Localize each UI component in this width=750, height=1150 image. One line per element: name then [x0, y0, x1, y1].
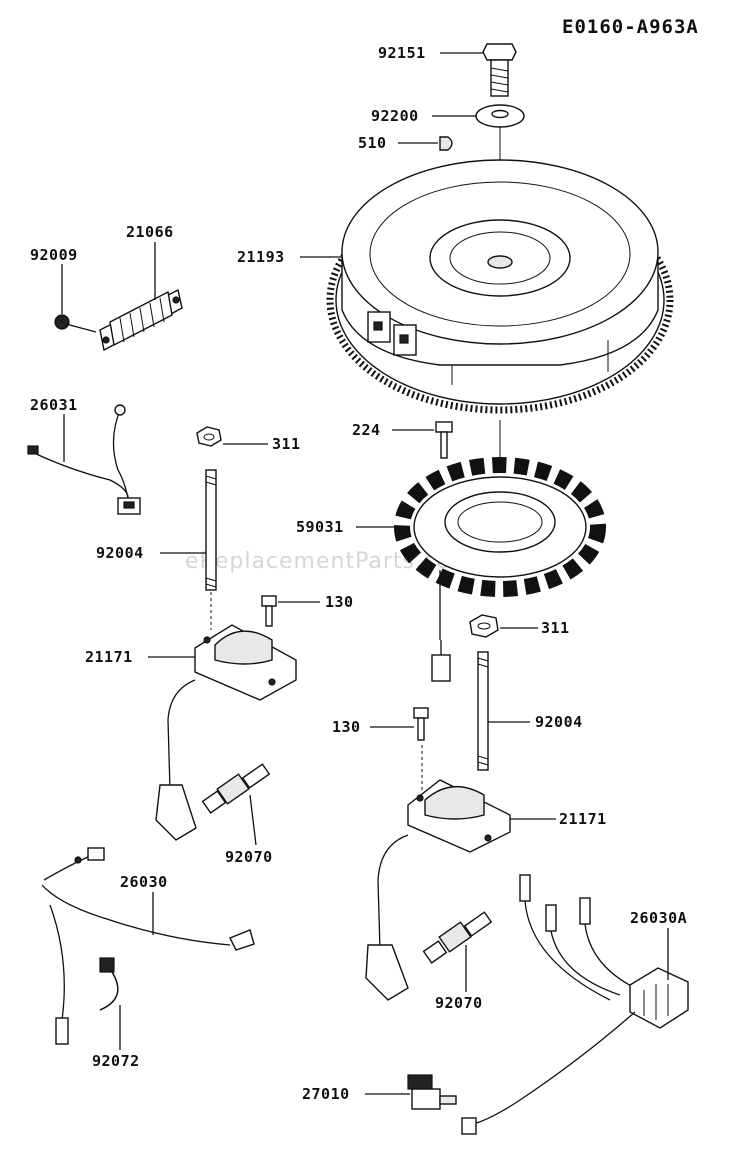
callout-510: 510	[358, 134, 387, 152]
lead-wire-26030[interactable]	[41, 847, 255, 1045]
screw-92009[interactable]	[54, 314, 97, 333]
callout-26030A: 26030A	[630, 909, 687, 927]
callout-224: 224	[352, 421, 381, 439]
washer-92200[interactable]	[475, 104, 525, 128]
callout-92070-left: 92070	[225, 848, 273, 866]
callout-92009: 92009	[30, 246, 78, 264]
callout-130-right: 130	[332, 718, 361, 736]
callout-92070-right: 92070	[435, 994, 483, 1012]
lead-wire-26031[interactable]	[27, 404, 141, 515]
stud-92004-right[interactable]	[477, 651, 489, 771]
callout-21066: 21066	[126, 223, 174, 241]
callout-92151: 92151	[378, 44, 426, 62]
spark-plug-92070-right[interactable]	[422, 911, 493, 964]
nut-311-left[interactable]	[196, 426, 222, 447]
callout-26030: 26030	[120, 873, 168, 891]
callout-59031: 59031	[296, 518, 344, 536]
callout-21193: 21193	[237, 248, 285, 266]
callout-26031: 26031	[30, 396, 78, 414]
key-510[interactable]	[439, 136, 453, 151]
bolt-130-left[interactable]	[261, 595, 277, 627]
nut-311-right[interactable]	[469, 614, 499, 638]
ignition-coil-21171-left[interactable]	[155, 624, 297, 841]
callout-130-left: 130	[325, 593, 354, 611]
bolt-92151[interactable]	[482, 43, 517, 97]
callout-92072: 92072	[92, 1052, 140, 1070]
callout-92004-left: 92004	[96, 544, 144, 562]
callout-21171-left: 21171	[85, 648, 133, 666]
switch-27010[interactable]	[407, 1074, 457, 1110]
bolt-130-right[interactable]	[413, 707, 429, 741]
regulator-21066[interactable]	[99, 288, 183, 352]
spark-plug-92070-left[interactable]	[201, 763, 271, 814]
callout-21171-right: 21171	[559, 810, 607, 828]
callout-311-left: 311	[272, 435, 301, 453]
callout-92004-right: 92004	[535, 713, 583, 731]
callout-311-right: 311	[541, 619, 570, 637]
diagram-code: E0160-A963A	[562, 16, 699, 38]
flywheel-21193[interactable]	[326, 159, 674, 414]
callout-27010: 27010	[302, 1085, 350, 1103]
bolt-224[interactable]	[435, 421, 453, 459]
harness-26030A[interactable]	[461, 874, 689, 1135]
tube-92072[interactable]	[99, 957, 119, 1011]
callout-92200: 92200	[371, 107, 419, 125]
ignition-coil-21171-right[interactable]	[365, 779, 511, 1001]
stud-92004-left[interactable]	[205, 469, 217, 591]
